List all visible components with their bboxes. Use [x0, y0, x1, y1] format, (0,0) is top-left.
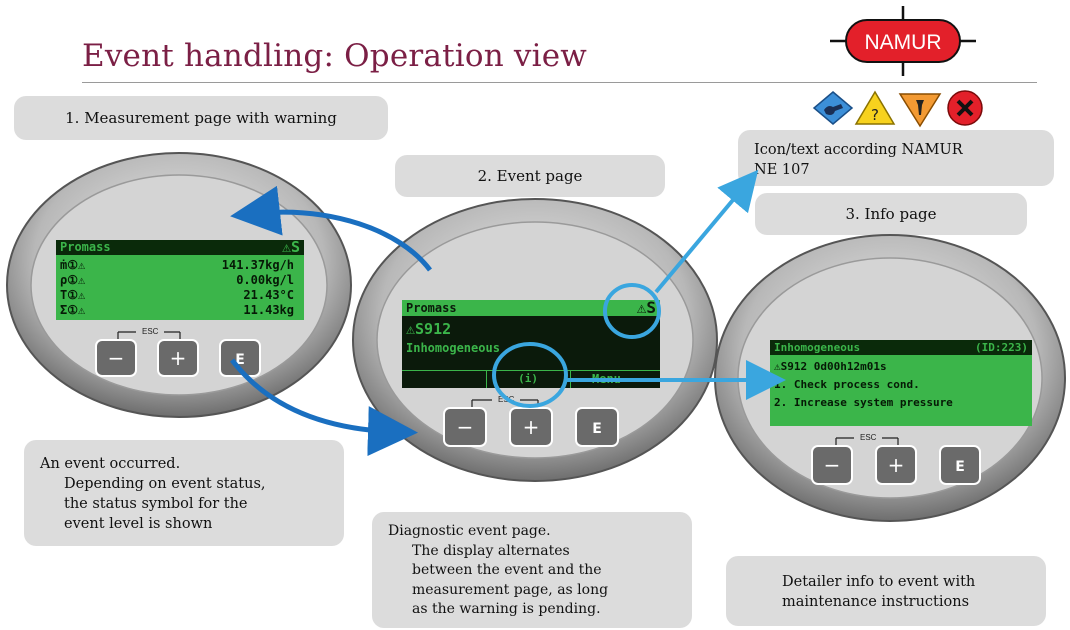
- svg-text:E: E: [592, 421, 602, 437]
- minus-key[interactable]: −: [811, 445, 853, 485]
- page-title: Event handling: Operation view: [82, 38, 588, 74]
- icon-text-note: Icon/text according NAMUR NE 107: [738, 130, 1054, 186]
- enter-key[interactable]: E: [939, 445, 981, 485]
- enter-key[interactable]: E: [575, 407, 619, 447]
- namur-logo: NAMUR: [830, 6, 976, 76]
- title-rule: [82, 82, 1037, 83]
- lcd-display-1: Promass ⚠S ṁ①⚠141.37kg/h ρ①⚠0.00kg/l T①⚠…: [56, 240, 304, 320]
- lcd-display-2: Promass ⚠S ⚠S912 Inhomogeneous (i) Menu: [402, 300, 660, 388]
- plus-key[interactable]: +: [875, 445, 917, 485]
- function-check-wrench-icon: [898, 93, 942, 128]
- svg-text:E: E: [955, 459, 965, 475]
- svg-text:−: −: [108, 346, 125, 370]
- svg-text:−: −: [824, 453, 841, 477]
- svg-text:+: +: [888, 453, 905, 477]
- note-detail: Detailer info to event with maintenance …: [726, 556, 1046, 626]
- lcd3-id: (ID:223): [975, 341, 1028, 354]
- lcd3-line-2: 2. Increase system pressure: [774, 396, 953, 409]
- note-event-occurred: An event occurred. Depending on event st…: [24, 440, 344, 546]
- svg-text:ESC: ESC: [498, 395, 515, 404]
- plus-key[interactable]: +: [509, 407, 553, 447]
- lcd2-info-softkey[interactable]: (i): [518, 372, 538, 385]
- namur-logo-text: NAMUR: [865, 31, 942, 54]
- enter-key[interactable]: E: [219, 339, 261, 377]
- lcd2-header: Promass: [406, 301, 457, 315]
- lcd3-line-code: ⚠S912 0d00h12m01s: [774, 360, 887, 373]
- lcd2-event-text: Inhomogeneous: [406, 341, 500, 355]
- svg-text:ESC: ESC: [142, 327, 159, 336]
- lcd1-row-totalizer: Σ①⚠11.43kg: [60, 303, 294, 317]
- failure-x-icon: [947, 90, 983, 126]
- svg-text:E: E: [235, 352, 245, 368]
- note-diagnostic: Diagnostic event page. The display alter…: [372, 512, 692, 628]
- device-event: Promass ⚠S ⚠S912 Inhomogeneous (i) Menu …: [350, 196, 720, 484]
- lcd1-row-massflow: ṁ①⚠141.37kg/h: [60, 258, 294, 272]
- label-measurement-page: 1. Measurement page with warning: [14, 96, 388, 140]
- svg-text:+: +: [523, 415, 540, 439]
- ne107-icons: ?: [812, 90, 983, 128]
- lcd2-status: ⚠S: [636, 300, 656, 317]
- lcd2-menu-softkey[interactable]: Menu: [592, 372, 621, 386]
- device-info: Inhomogeneous (ID:223) ⚠S912 0d00h12m01s…: [712, 232, 1068, 524]
- lcd1-header: Promass: [60, 240, 111, 254]
- lcd1-row-temperature: T①⚠21.43°C: [60, 288, 294, 302]
- device-measurement: Promass ⚠S ṁ①⚠141.37kg/h ρ①⚠0.00kg/l T①⚠…: [4, 150, 354, 420]
- svg-text:ESC: ESC: [860, 433, 877, 442]
- lcd3-line-1: 1. Check process cond.: [774, 378, 920, 391]
- lcd2-event-code: ⚠S912: [406, 320, 452, 338]
- lcd1-status: ⚠S: [281, 240, 300, 256]
- lcd1-row-density: ρ①⚠0.00kg/l: [60, 273, 294, 287]
- minus-key[interactable]: −: [443, 407, 487, 447]
- label-event-page: 2. Event page: [395, 155, 665, 197]
- lcd3-header: Inhomogeneous: [774, 341, 861, 354]
- keypad-2: ESC − + E: [443, 395, 619, 447]
- label-info-page: 3. Info page: [755, 193, 1027, 235]
- plus-key[interactable]: +: [157, 339, 199, 377]
- svg-text:?: ?: [871, 106, 879, 124]
- svg-text:−: −: [457, 415, 474, 439]
- minus-key[interactable]: −: [95, 339, 137, 377]
- svg-text:+: +: [170, 346, 187, 370]
- keypad-1: ESC − + E: [95, 327, 261, 377]
- maintenance-diamond-icon: [812, 91, 854, 125]
- lcd-display-3: Inhomogeneous (ID:223) ⚠S912 0d00h12m01s…: [770, 340, 1032, 426]
- out-of-spec-question-icon: ?: [854, 90, 896, 125]
- keypad-3: ESC − + E: [811, 433, 981, 485]
